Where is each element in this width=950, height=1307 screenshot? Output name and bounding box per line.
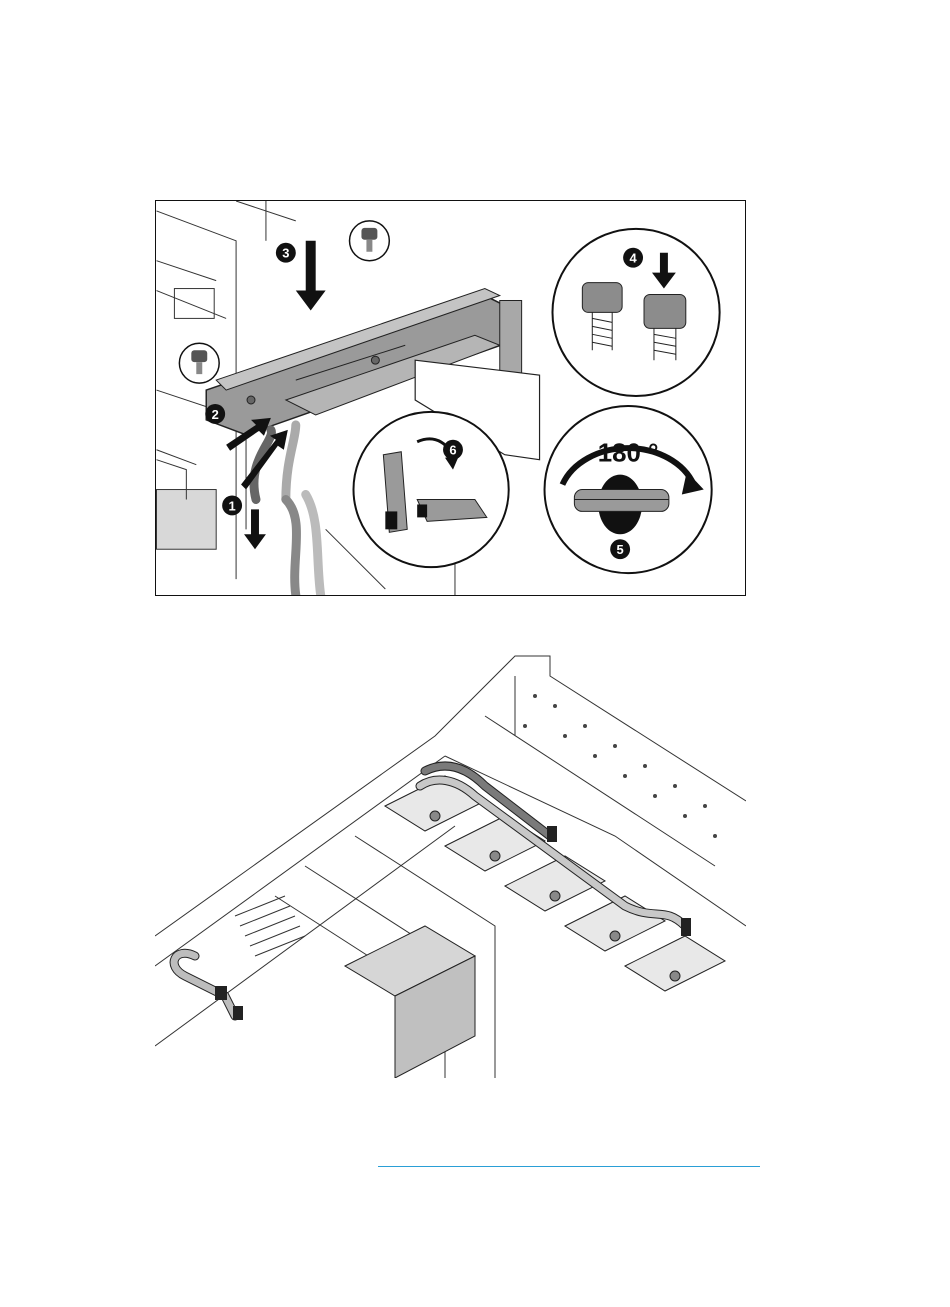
svg-text:180 °: 180 °: [598, 440, 659, 468]
diagram-1-svg: 1 2 3 4 180 °: [156, 201, 745, 595]
processor-heatsink: [345, 926, 475, 1078]
panel-perforations: [523, 694, 717, 838]
svg-text:4: 4: [629, 251, 637, 266]
riser-cage-installation-diagram: 1 2 3 4 180 °: [155, 200, 746, 596]
diagram-2-svg: [155, 636, 746, 1078]
arrow-down-icon: [296, 241, 326, 311]
arrow-up-right-icon: [241, 430, 288, 490]
callout-1: 1: [222, 496, 242, 516]
thumbscrew-inset-right: [350, 221, 390, 261]
detail-thumbscrew-press: 4: [552, 229, 719, 396]
sas-cables: [254, 425, 321, 595]
footer-rule: [378, 1166, 760, 1167]
arrow-down-icon: [244, 509, 266, 549]
svg-text:1: 1: [229, 498, 236, 513]
cable-routing-diagram: [155, 636, 746, 1078]
svg-text:3: 3: [282, 246, 289, 261]
callout-3: 3: [276, 243, 296, 263]
memory-slots: [235, 896, 305, 956]
svg-text:6: 6: [449, 443, 456, 458]
callout-2: 2: [205, 404, 225, 424]
detail-latch-close: 6: [353, 412, 508, 567]
svg-text:5: 5: [617, 542, 624, 557]
svg-text:2: 2: [212, 407, 219, 422]
thumbscrew-inset-left: [179, 343, 219, 383]
riser-cage: [206, 289, 539, 460]
detail-latch-rotate: 180 ° 5: [545, 406, 712, 573]
